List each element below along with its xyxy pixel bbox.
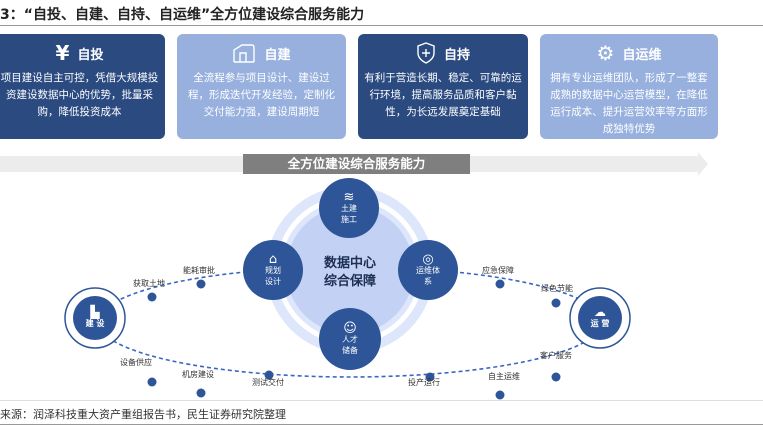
- yen-icon: ¥: [55, 41, 70, 65]
- node-planning-design: ⌂规划设计: [243, 240, 303, 300]
- step-label: 机房建设: [182, 370, 214, 379]
- building-icon: [233, 44, 256, 63]
- node-construction: ▙建 设: [73, 296, 117, 340]
- layers-icon: ≋: [343, 189, 355, 205]
- card-title: 自投: [77, 47, 104, 63]
- step-label: 应急保障: [482, 266, 514, 275]
- card-title: 自持: [443, 47, 470, 63]
- divider: [0, 400, 763, 401]
- divider: [0, 25, 763, 26]
- node-talent-reserve: ☺人才储备: [319, 308, 381, 370]
- shield-plus-icon: [417, 42, 435, 64]
- step-label: 设备供应: [120, 358, 152, 367]
- center-label: 数据中心 综合保障: [305, 255, 395, 291]
- node-operation: ☁运 营: [578, 296, 622, 340]
- people-icon: ☺: [343, 320, 357, 336]
- handshake-icon: ◎: [422, 251, 434, 267]
- card-self-build: 自建 全流程参与项目设计、建设过程，形成迭代开发经验，定制化交付能力强，建设周期…: [177, 34, 346, 139]
- card-text: 拥有专业运维团队，形成了一整套成熟的数据中心运营模型，在降低运行成本、提升运营效…: [550, 72, 708, 135]
- divider: [0, 424, 763, 425]
- factory-icon: ⌂: [268, 251, 278, 267]
- card-self-invest: ¥ 自投 项目建设自主可控，凭借大规模投资建设数据中心的优势，批量采购，降低投资成…: [0, 34, 165, 139]
- arrow-head-icon: [698, 152, 708, 176]
- card-text: 有利于营造长期、稳定、可靠的运行环境，提高服务品质和客户黏性，为长远发展奠定基础: [364, 72, 522, 118]
- node-civil-construction: ≋土建施工: [319, 178, 379, 238]
- card-text: 项目建设自主可控，凭借大规模投资建设数据中心的优势，批量采购，降低投资成本: [0, 72, 159, 118]
- step-label: 测试交付: [252, 378, 284, 387]
- step-label: 获取土地: [133, 279, 165, 288]
- figure-title: 3：“自投、自建、自持、自运维”全方位建设综合服务能力: [0, 7, 365, 23]
- banner-label: 全方位建设综合服务能力: [243, 154, 470, 174]
- building-icon: ▙: [90, 305, 100, 319]
- card-self-hold: 自持 有利于营造长期、稳定、可靠的运行环境，提高服务品质和客户黏性，为长远发展奠…: [358, 34, 528, 139]
- source-note: 来源：润泽科技重大资产重组报告书，民生证券研究院整理: [0, 408, 286, 421]
- card-title: 自建: [264, 47, 291, 63]
- step-label: 绿色节能: [541, 284, 573, 293]
- gear-icon: ⚙: [596, 41, 615, 65]
- center-line: 数据中心: [323, 256, 376, 271]
- step-label: 投产运行: [408, 378, 440, 387]
- card-title: 自运维: [622, 47, 662, 63]
- card-text: 全流程参与项目设计、建设过程，形成迭代开发经验，定制化交付能力强，建设周期短: [188, 72, 335, 118]
- cloud-server-icon: ☁: [594, 305, 606, 319]
- card-self-operate: ⚙ 自运维 拥有专业运维团队，形成了一整套成熟的数据中心运营模型，在降低运行成本、…: [540, 34, 718, 139]
- step-label: 自主运维: [488, 372, 520, 381]
- step-label: 客户服务: [540, 351, 572, 360]
- center-line: 综合保障: [323, 274, 376, 289]
- node-ops-system: ◎运维体系: [398, 240, 458, 300]
- step-label: 能耗审批: [183, 266, 215, 275]
